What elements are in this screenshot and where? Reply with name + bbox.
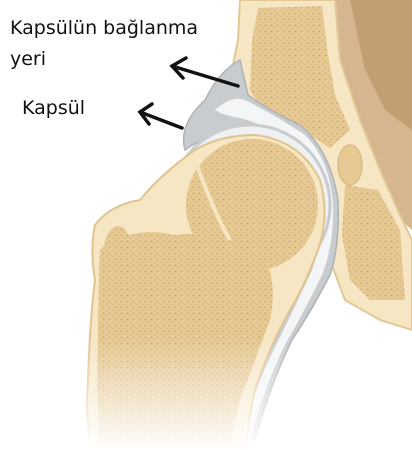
attachment-label-line2: yeri	[10, 47, 46, 71]
attachment-label-line1: Kapsülün bağlanma	[10, 16, 198, 40]
capsule-label: Kapsül	[22, 96, 85, 120]
